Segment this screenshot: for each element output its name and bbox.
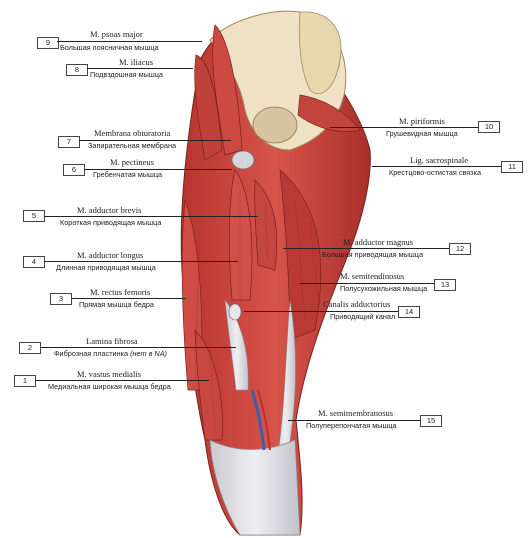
label-latin-13: M. semitendinosus [340, 271, 405, 281]
pectineus-tendon [231, 150, 255, 170]
label-russian-13: Полусухожильная мышца [340, 284, 428, 293]
label-rule-5 [44, 216, 258, 217]
label-latin-2: Lamina fibrosa [86, 336, 138, 346]
label-number-8: 8 [66, 64, 88, 76]
label-rule-8 [87, 68, 193, 69]
adductor-longus [228, 169, 253, 301]
adductor-magnus [279, 169, 322, 341]
fibrous-lamina [224, 298, 249, 391]
label-number-14: 14 [398, 306, 420, 318]
label-rule-15 [288, 420, 420, 421]
adductor-canal [228, 303, 242, 321]
label-russian-11: Крестцово-остистая связка [389, 168, 482, 177]
label-latin-12: M. adductor magnus [343, 237, 414, 247]
obturator-membrane [252, 106, 298, 144]
sacrum [298, 11, 342, 95]
label-latin-7: Membrana obturatoria [94, 128, 171, 138]
label-latin-14: Canalis adductorius [323, 299, 391, 309]
label-rule-6 [84, 169, 232, 170]
label-rule-9 [57, 41, 202, 42]
label-rule-3 [71, 298, 186, 299]
label-russian-7: Запирательная мембрана [88, 141, 177, 150]
label-rule-1 [35, 380, 209, 381]
label-latin-5: M. adductor brevis [77, 205, 142, 215]
vastus-medialis [194, 329, 223, 441]
label-latin-4: M. adductor longus [77, 250, 144, 260]
femoral-artery [257, 389, 271, 451]
muscle-fibres [194, 190, 319, 431]
label-latin-3: M. rectus femoris [90, 287, 151, 297]
label-latin-11: Lig. sacrospinale [410, 155, 469, 165]
label-rule-2 [40, 347, 236, 348]
label-number-11: 11 [501, 161, 523, 173]
label-number-10: 10 [478, 121, 500, 133]
label-rule-11 [372, 166, 501, 167]
label-number-5: 5 [23, 210, 45, 222]
label-russian-15: Полуперепончатая мышца [306, 421, 397, 430]
label-rule-13 [300, 283, 434, 284]
label-latin-9: M. psoas major [90, 29, 143, 39]
adductor-brevis [254, 179, 278, 271]
label-russian-4: Длинная приводящая мышца [56, 263, 156, 272]
label-latin-10: M. piriformis [399, 116, 445, 126]
iliacus-muscle [194, 54, 223, 161]
label-number-9: 9 [37, 37, 59, 49]
label-number-4: 4 [23, 256, 45, 268]
piriformis-muscle [297, 94, 361, 132]
label-russian-5: Короткая приводящая мышца [60, 218, 162, 227]
label-russian-3: Прямая мышца бедра [79, 300, 154, 309]
label-number-6: 6 [63, 164, 85, 176]
knee-tendons [209, 439, 301, 536]
label-rule-10 [330, 127, 478, 128]
label-latin-6: M. pectineus [110, 157, 154, 167]
label-number-2: 2 [19, 342, 41, 354]
label-number-3: 3 [50, 293, 72, 305]
label-rule-12 [283, 248, 449, 249]
label-rule-14 [244, 311, 398, 312]
label-number-15: 15 [420, 415, 442, 427]
label-russian-9: Большая поясничная мышца [60, 43, 159, 52]
label-latin-1: M. vastus medialis [77, 369, 141, 379]
label-number-7: 7 [58, 136, 80, 148]
label-russian-10: Грушевидная мышца [386, 129, 458, 138]
label-number-13: 13 [434, 279, 456, 291]
label-russian-1: Медиальная широкая мышца бедра [48, 382, 171, 391]
label-rule-7 [79, 140, 231, 141]
label-russian-14: Приводящий канал [330, 312, 396, 321]
psoas-muscle [212, 24, 243, 156]
label-latin-8: M. iliacus [119, 57, 153, 67]
label-russian-6: Гребенчатая мышца [93, 170, 163, 179]
femoral-vein [250, 389, 266, 451]
label-number-12: 12 [449, 243, 471, 255]
label-rule-4 [44, 261, 238, 262]
label-russian-2: Фиброзная пластинка (нет в NA) [54, 349, 167, 358]
label-russian-8: Подвздошная мышца [90, 70, 163, 79]
label-latin-15: M. semimembranosus [318, 408, 394, 418]
label-number-1: 1 [14, 375, 36, 387]
label-russian-12: Большая приводящая мышца [322, 250, 424, 259]
